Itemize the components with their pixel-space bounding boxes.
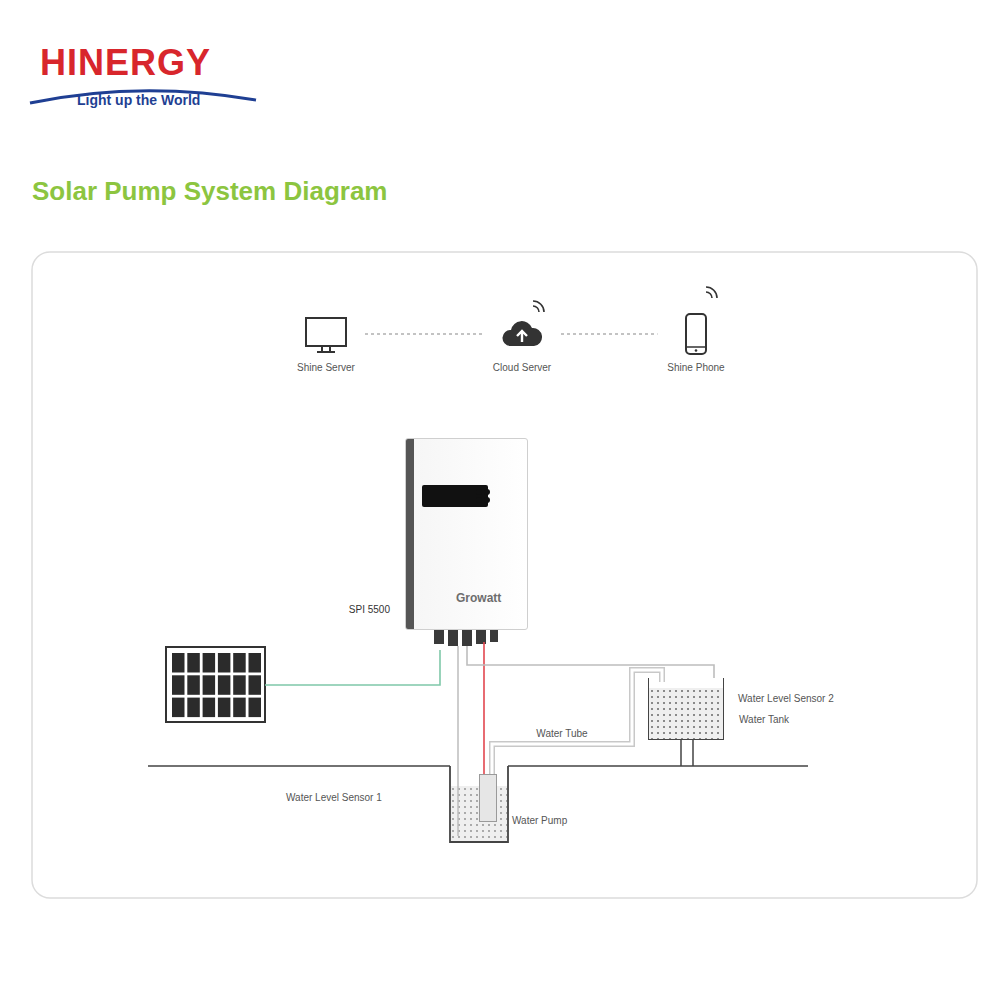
water-pump: Water Pump [479,774,497,822]
panel-frame [32,252,977,898]
inverter-terminals [434,630,498,646]
pv-wire [265,650,440,685]
cable [484,642,485,774]
tank-water [649,688,723,739]
inverter-button [476,497,482,503]
wifi-symbol [533,287,717,312]
water-tube [492,670,662,774]
icon-label: Shine Phone [662,362,731,373]
solar-panel [166,647,265,722]
inverter-button [484,489,490,495]
sensor-wire [457,646,459,836]
phone-icon [674,312,718,356]
logo-text: HINERGY [40,42,211,84]
inverter: GrowattSPI 5500 [405,438,528,630]
icon-label: Cloud Server [487,362,557,373]
tank-stand [681,740,693,766]
sensor-label: Water Level Sensor 2 [738,693,834,704]
cable [467,646,714,678]
pump-label: Water Pump [512,815,567,826]
edge-label: Water Tube [534,728,589,739]
inverter-button [476,489,482,495]
cloud-node: Cloud Server [487,312,557,373]
sensor-label: Water Level Sensor 1 [286,792,382,803]
brand-logo: Growatt [456,591,501,605]
icon-label: Shine Server [291,362,361,373]
logo-slogan: Light up the World [77,92,200,108]
model-label: SPI 5500 [349,604,390,615]
ground-line [148,765,808,767]
phone-node: Shine Phone [662,312,731,373]
tank-label: Water Tank [739,714,789,725]
server-node: Shine Server [291,312,361,373]
inverter-button [484,497,490,503]
network-link [365,334,483,335]
cloud-icon [500,312,544,356]
network-link [561,334,658,335]
diagram-title: Solar Pump System Diagram [32,176,387,207]
monitor-icon [304,312,348,356]
water-tank: Water Tank [648,678,724,740]
